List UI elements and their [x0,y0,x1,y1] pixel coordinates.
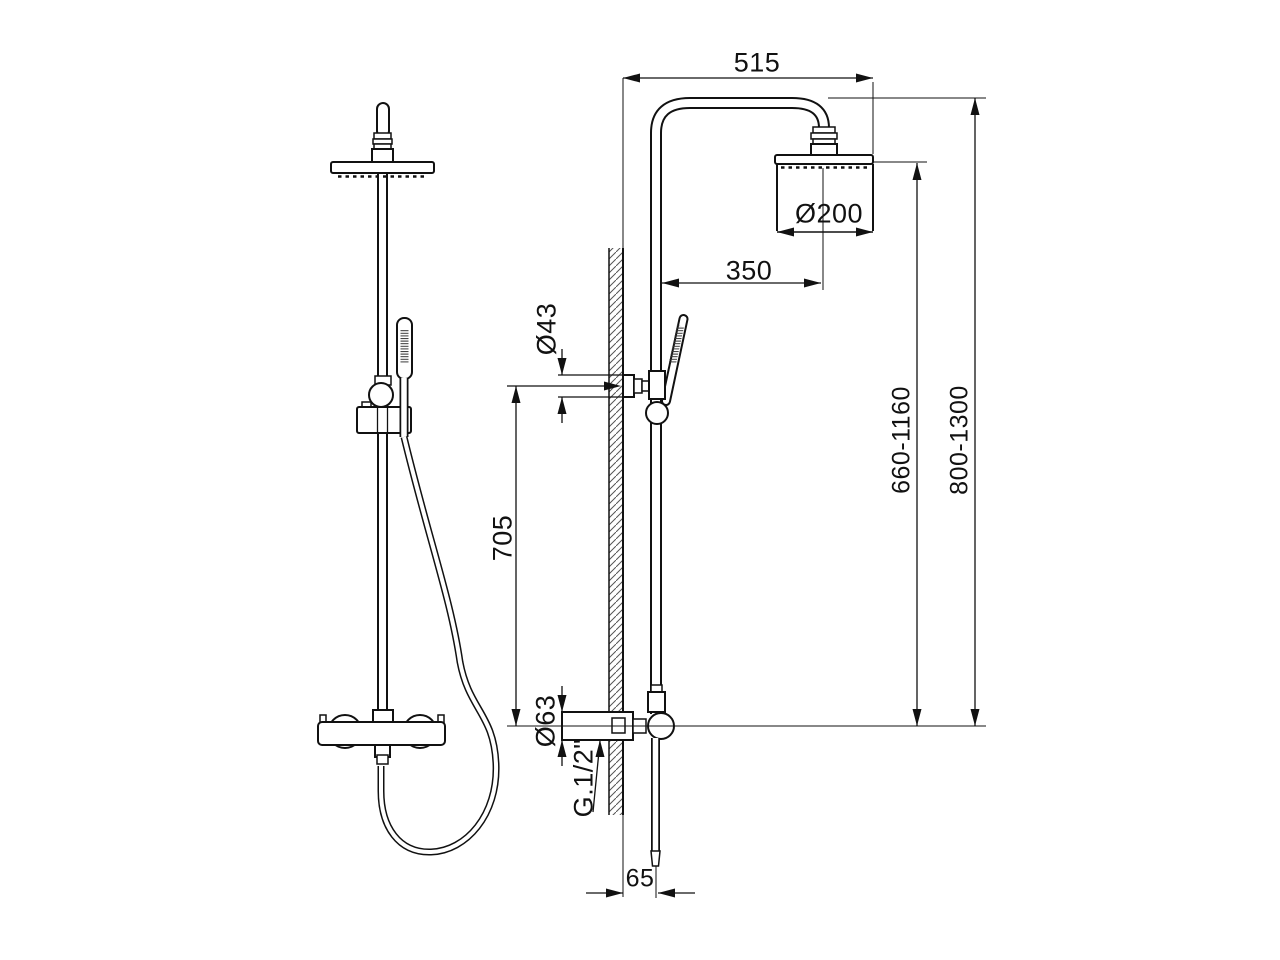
dimension-lines [507,73,986,898]
mixer-front [317,709,446,765]
dim-label-bracket-to-valve: 705 [487,514,518,562]
hose-side [650,738,661,898]
side-view [561,78,986,898]
holder-front [356,375,412,434]
rain-head-side [774,154,874,290]
wall-bracket-side [622,370,669,425]
dim-label-rosette-diameter: Ø63 [530,694,561,748]
dim-label-bracket-diameter: Ø43 [531,302,562,356]
dim-label-top-width: 515 [733,47,781,78]
hand-shower-front [396,317,413,437]
arm-tip-front [371,102,394,163]
dim-label-head-to-valve-range: 660-1160 [887,386,916,494]
front-view [317,102,500,856]
dim-label-total-height-range: 800-1300 [945,385,974,495]
dim-label-thread: G.1/2" [568,738,599,818]
dim-label-head-diameter: Ø200 [794,198,864,229]
rain-head-front [330,161,435,178]
head-swivel-joint [810,126,838,157]
riser-and-arm [650,97,830,714]
hose-front [377,436,500,856]
dim-label-hose-offset: 65 [625,864,655,893]
hand-shower-side [661,314,689,406]
wall-section [608,78,624,897]
dim-label-arm-reach: 350 [725,255,773,286]
